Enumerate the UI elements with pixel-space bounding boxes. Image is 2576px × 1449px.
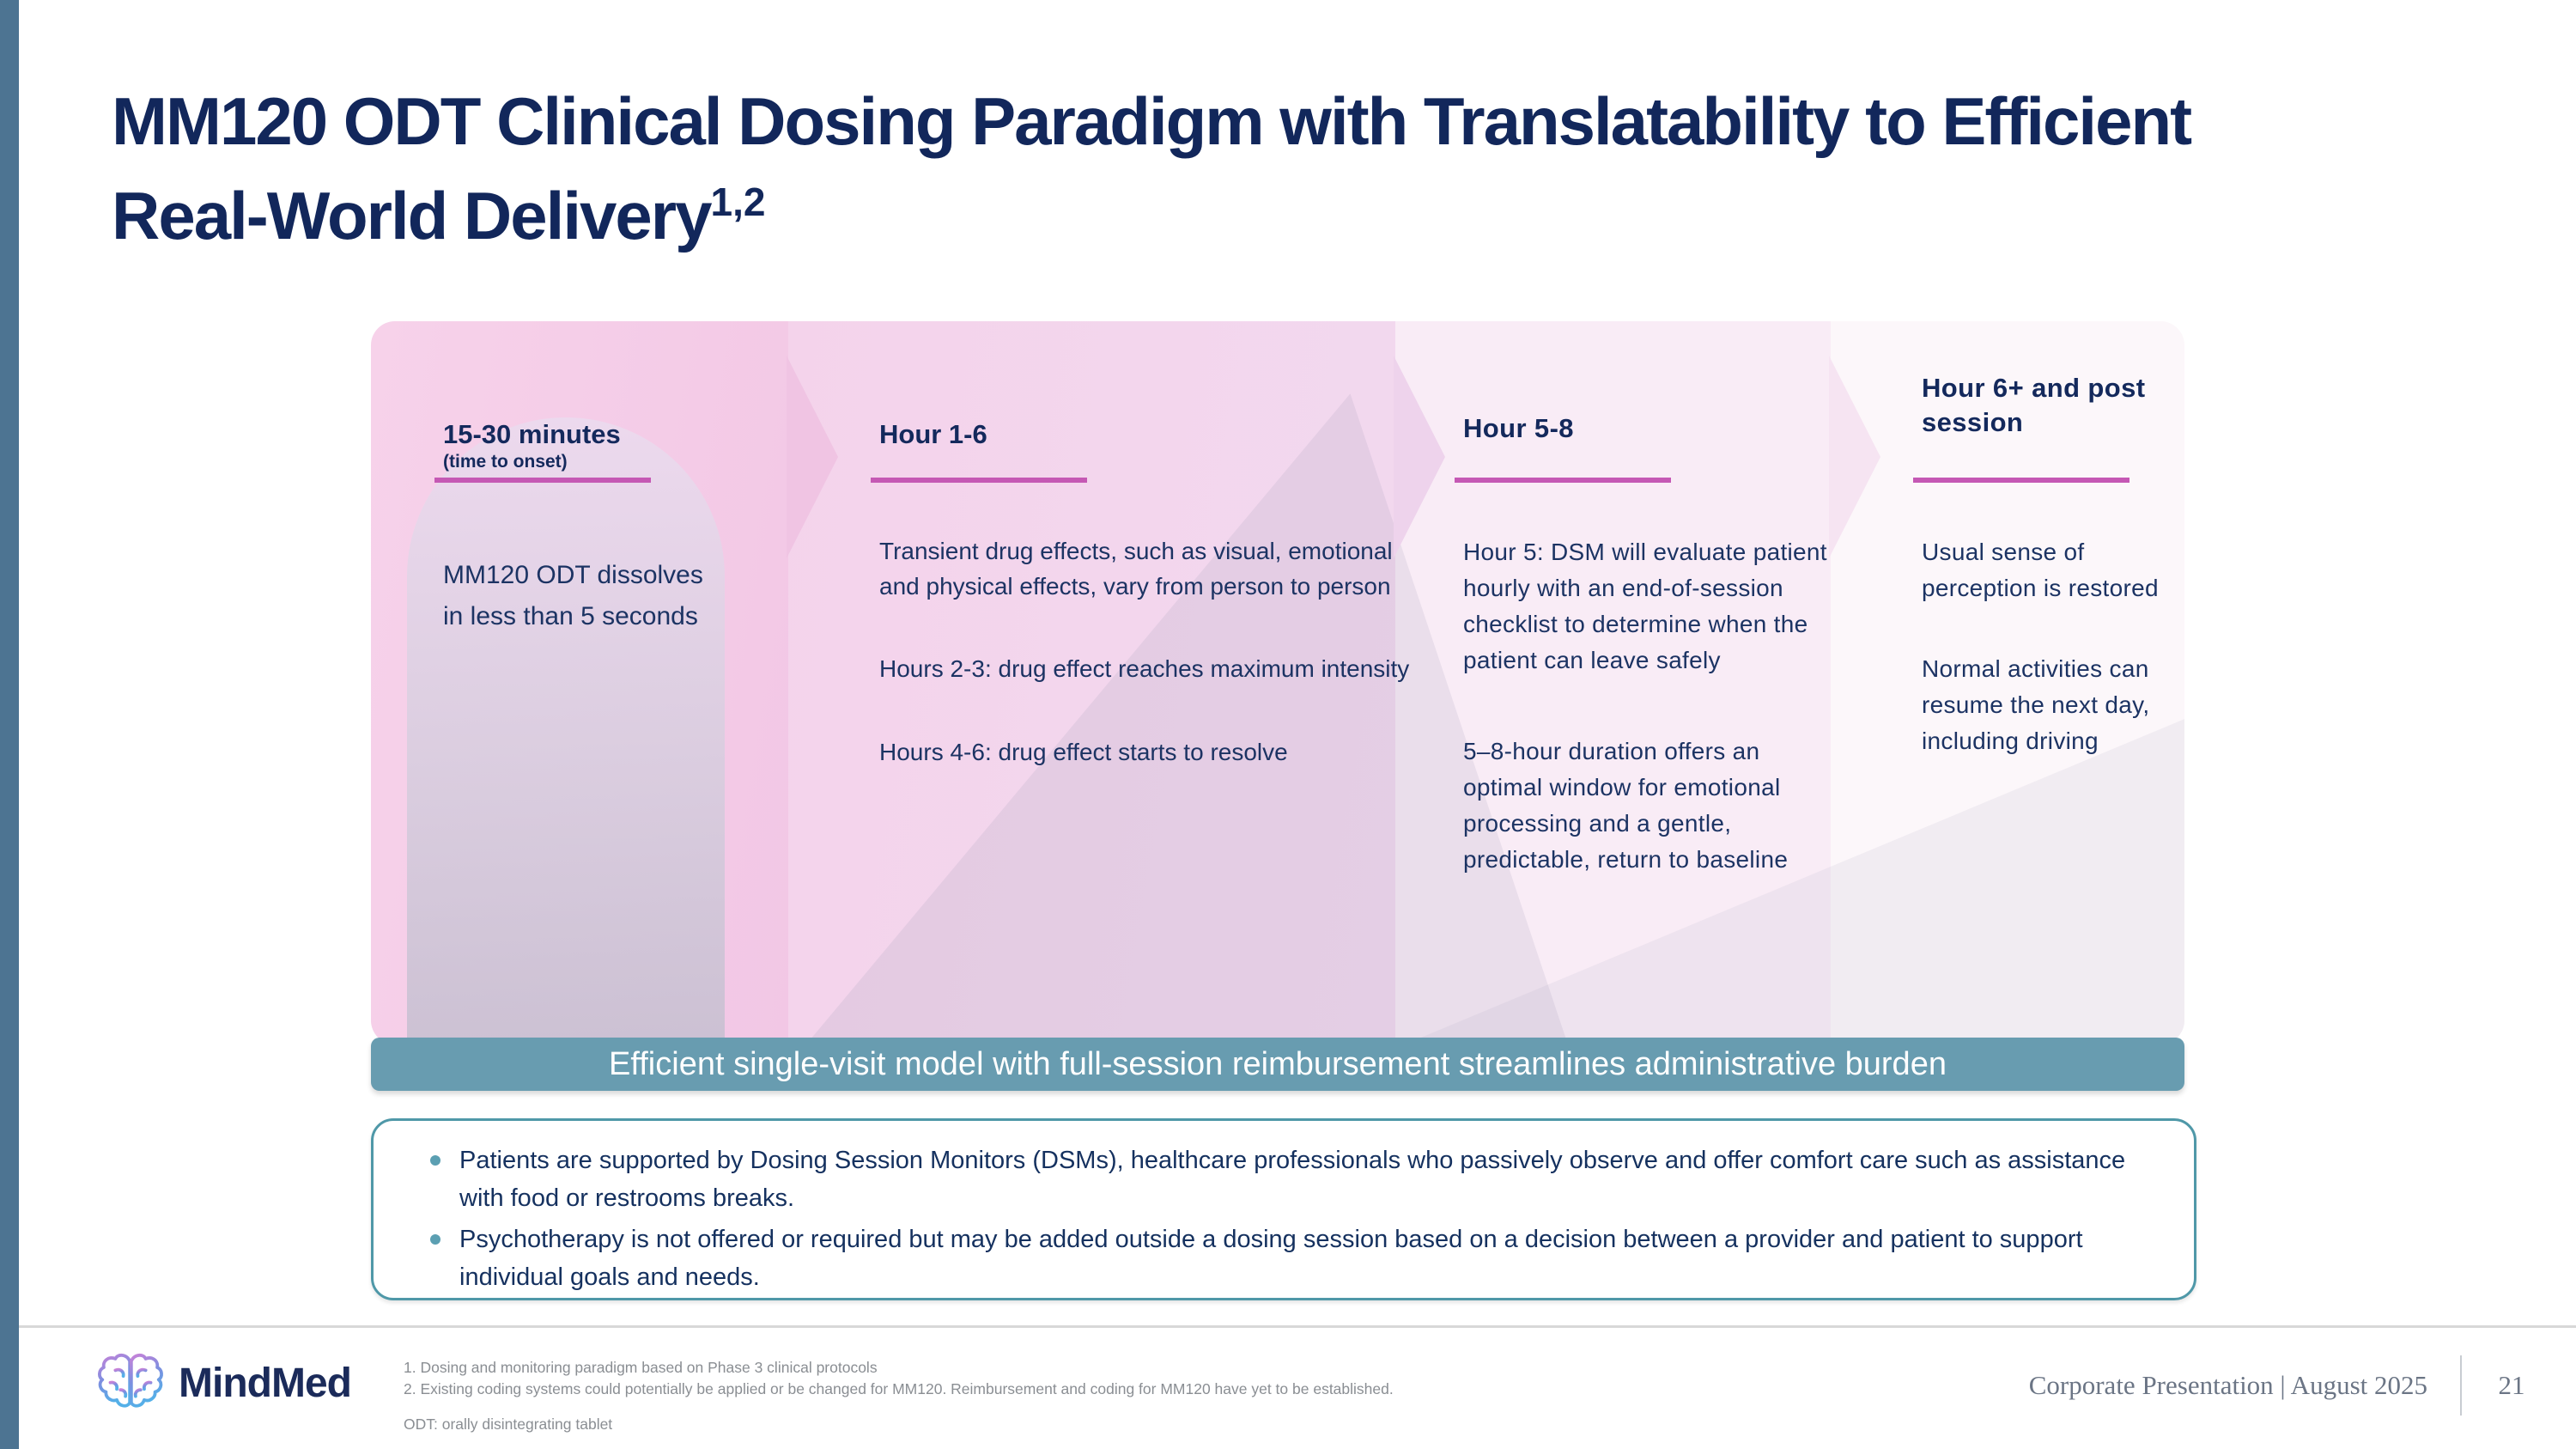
phase-body: Usual sense of perception is restored No… [1922, 534, 2184, 804]
timeline-phase-hour-5-8: Hour 5-8 Hour 5: DSM will evaluate patie… [1455, 321, 1845, 1044]
phase-paragraph: Usual sense of perception is restored [1922, 539, 2159, 601]
slide-title-line-1: MM120 ODT Clinical Dosing Paradigm with … [112, 83, 2192, 160]
footer-right: Corporate Presentation | August 2025 21 [2029, 1355, 2529, 1416]
timeline-phase-onset: 15-30 minutes (time to onset) MM120 ODT … [434, 321, 726, 1044]
footnotes: 1. Dosing and monitoring paradigm based … [404, 1357, 1394, 1400]
phase-3-panel [1395, 321, 1832, 1044]
mindmed-wordmark: MindMed [179, 1361, 352, 1406]
phase-title: 15-30 minutes [443, 419, 621, 449]
phase-subtitle: (time to onset) [443, 452, 568, 472]
phase-4-panel [1831, 321, 2184, 1044]
page-number: 21 [2498, 1370, 2525, 1400]
phase-title: Hour 5-8 [1463, 413, 1574, 443]
chevron-right-icon [786, 356, 838, 558]
magenta-rule [1913, 478, 2129, 483]
dsm-callout-box: Patients are supported by Dosing Session… [371, 1118, 2196, 1300]
phase-paragraph: Hours 2-3: drug effect reaches maximum i… [879, 655, 1410, 683]
key-message-banner: Efficient single-visit model with full-s… [371, 1038, 2184, 1091]
phase-paragraph: Hours 4-6: drug effect starts to resolve [879, 738, 1288, 765]
slide-title-footnote-marker: 1,2 [710, 180, 766, 225]
phase-paragraph: 5–8-hour duration offers an optimal wind… [1463, 738, 1789, 873]
phase-body: MM120 ODT dissolves in less than 5 secon… [443, 555, 726, 685]
phase-paragraph: MM120 ODT dissolves in less than 5 secon… [443, 561, 703, 630]
chevron-right-icon [1394, 356, 1446, 558]
footnote-2: 2. Existing coding systems could potenti… [404, 1380, 1394, 1397]
magenta-rule [434, 478, 651, 483]
phase-body: Hour 5: DSM will evaluate patient hourly… [1463, 534, 1845, 933]
dosing-timeline-diagram: 15-30 minutes (time to onset) MM120 ODT … [371, 321, 2184, 1044]
phase-title: Hour 6+ and post session [1922, 373, 2146, 437]
phase-paragraph: Transient drug effects, such as visual, … [879, 538, 1393, 600]
timeline-phase-post-session: Hour 6+ and post session Usual sense of … [1913, 321, 2184, 1044]
phase-paragraph: Hour 5: DSM will evaluate patient hourly… [1463, 539, 1827, 673]
callout-bullet-list: Patients are supported by Dosing Session… [428, 1142, 2160, 1296]
brain-icon [94, 1345, 167, 1422]
slide-title: MM120 ODT Clinical Dosing Paradigm with … [112, 81, 2192, 256]
phase-title: Hour 1-6 [879, 419, 987, 449]
phase-body: Transient drug effects, such as visual, … [879, 534, 1437, 818]
left-accent-bar [0, 0, 19, 1449]
magenta-rule [1455, 478, 1671, 483]
abbreviation-note: ODT: orally disintegrating tablet [404, 1416, 613, 1433]
chevron-right-icon [1829, 356, 1881, 558]
footnote-1: 1. Dosing and monitoring paradigm based … [404, 1359, 878, 1376]
phase-2-panel [787, 321, 1396, 1044]
presentation-label: Corporate Presentation | August 2025 [2028, 1370, 2427, 1400]
phase-paragraph: Normal activities can resume the next da… [1922, 655, 2150, 754]
timeline-phase-hour-1-6: Hour 1-6 Transient drug effects, such as… [871, 321, 1437, 1044]
footer-vertical-divider [2460, 1355, 2462, 1416]
slide-title-line-2: Real-World Delivery1,2 [112, 178, 766, 254]
mindmed-logo: MindMed [94, 1345, 352, 1422]
callout-bullet: Psychotherapy is not offered or required… [428, 1221, 2160, 1296]
callout-bullet: Patients are supported by Dosing Session… [428, 1142, 2160, 1217]
footer-divider [19, 1325, 2576, 1328]
decorative-dome-shape [407, 417, 725, 1044]
magenta-rule [871, 478, 1087, 483]
